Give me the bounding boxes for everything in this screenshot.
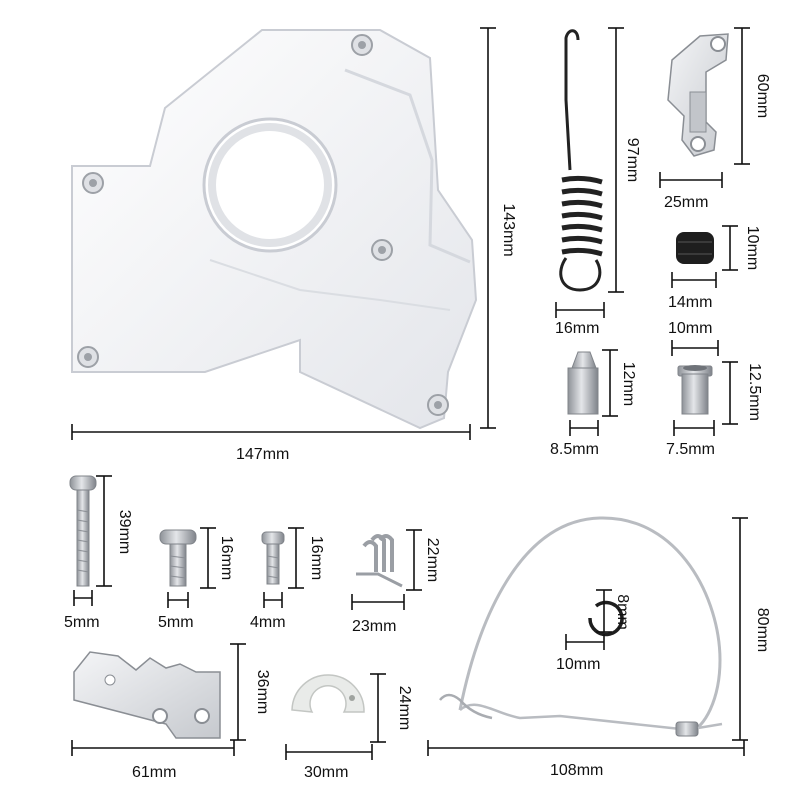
plate-dimension-lines bbox=[71, 643, 246, 756]
long-bolt bbox=[69, 475, 97, 587]
cover-dimension-lines bbox=[71, 27, 496, 440]
pin-width-label: 8.5mm bbox=[550, 441, 599, 458]
metal-sleeve bbox=[677, 365, 713, 415]
band-height-label: 80mm bbox=[754, 607, 771, 653]
spring-length-label: 97mm bbox=[624, 137, 641, 183]
lever-height-label: 60mm bbox=[754, 73, 771, 119]
small-bolt bbox=[261, 531, 285, 585]
torsion-spring-width-label: 23mm bbox=[352, 618, 397, 635]
washer-dimension-lines bbox=[285, 673, 386, 760]
long-bolt-length-label: 39mm bbox=[116, 509, 133, 555]
bracket-plate bbox=[73, 651, 221, 739]
washer-width-label: 30mm bbox=[304, 764, 349, 781]
pin-height-label: 12mm bbox=[620, 361, 637, 407]
band-dimension-lines bbox=[427, 517, 748, 756]
bushing-width-label: 14mm bbox=[668, 294, 713, 311]
lever-width-label: 25mm bbox=[664, 194, 709, 211]
plate-width-label: 61mm bbox=[132, 764, 177, 781]
washer-height-label: 24mm bbox=[396, 685, 413, 731]
small-bolt-length-label: 16mm bbox=[308, 535, 325, 581]
plastic-washer bbox=[291, 674, 365, 713]
bushing-height-label: 10mm bbox=[744, 225, 761, 271]
spring-dimension-lines bbox=[555, 27, 624, 318]
medium-bolt-length-label: 16mm bbox=[218, 535, 235, 581]
small-bolt-diameter-label: 4mm bbox=[250, 614, 286, 631]
bushing-dimension-lines bbox=[671, 225, 738, 288]
e-clip-width-label: 10mm bbox=[556, 656, 601, 673]
cover-width-label: 147mm bbox=[236, 446, 290, 463]
sleeve-height-label: 12.5mm bbox=[746, 363, 763, 421]
brake-band bbox=[439, 516, 723, 737]
sprocket-cover bbox=[71, 29, 478, 430]
medium-bolt bbox=[159, 529, 197, 587]
sleeve-width-label: 7.5mm bbox=[666, 441, 715, 458]
brake-lever bbox=[667, 33, 729, 157]
guide-pin bbox=[567, 351, 599, 415]
spring-width-label: 16mm bbox=[555, 320, 600, 337]
e-clip bbox=[588, 600, 624, 637]
torsion-spring bbox=[356, 534, 403, 588]
rubber-bushing bbox=[676, 232, 714, 264]
extension-spring bbox=[559, 29, 603, 292]
sleeve-top-label: 10mm bbox=[668, 320, 713, 337]
band-width-label: 108mm bbox=[550, 762, 604, 779]
e-clip-height-label: 8mm bbox=[614, 594, 631, 630]
cover-height-label: 143mm bbox=[500, 203, 517, 257]
mount-hole-icon bbox=[77, 34, 449, 416]
torsion-spring-height-label: 22mm bbox=[424, 537, 441, 583]
medium-bolt-diameter-label: 5mm bbox=[158, 614, 194, 631]
lever-dimension-lines bbox=[659, 27, 750, 188]
bolt-dimension-lines bbox=[73, 475, 304, 608]
pin-dimension-lines bbox=[569, 349, 618, 436]
plate-height-label: 36mm bbox=[254, 669, 271, 715]
torsion-dimension-lines bbox=[351, 529, 422, 610]
long-bolt-diameter-label: 5mm bbox=[64, 614, 100, 631]
sleeve-dimension-lines bbox=[671, 340, 738, 436]
